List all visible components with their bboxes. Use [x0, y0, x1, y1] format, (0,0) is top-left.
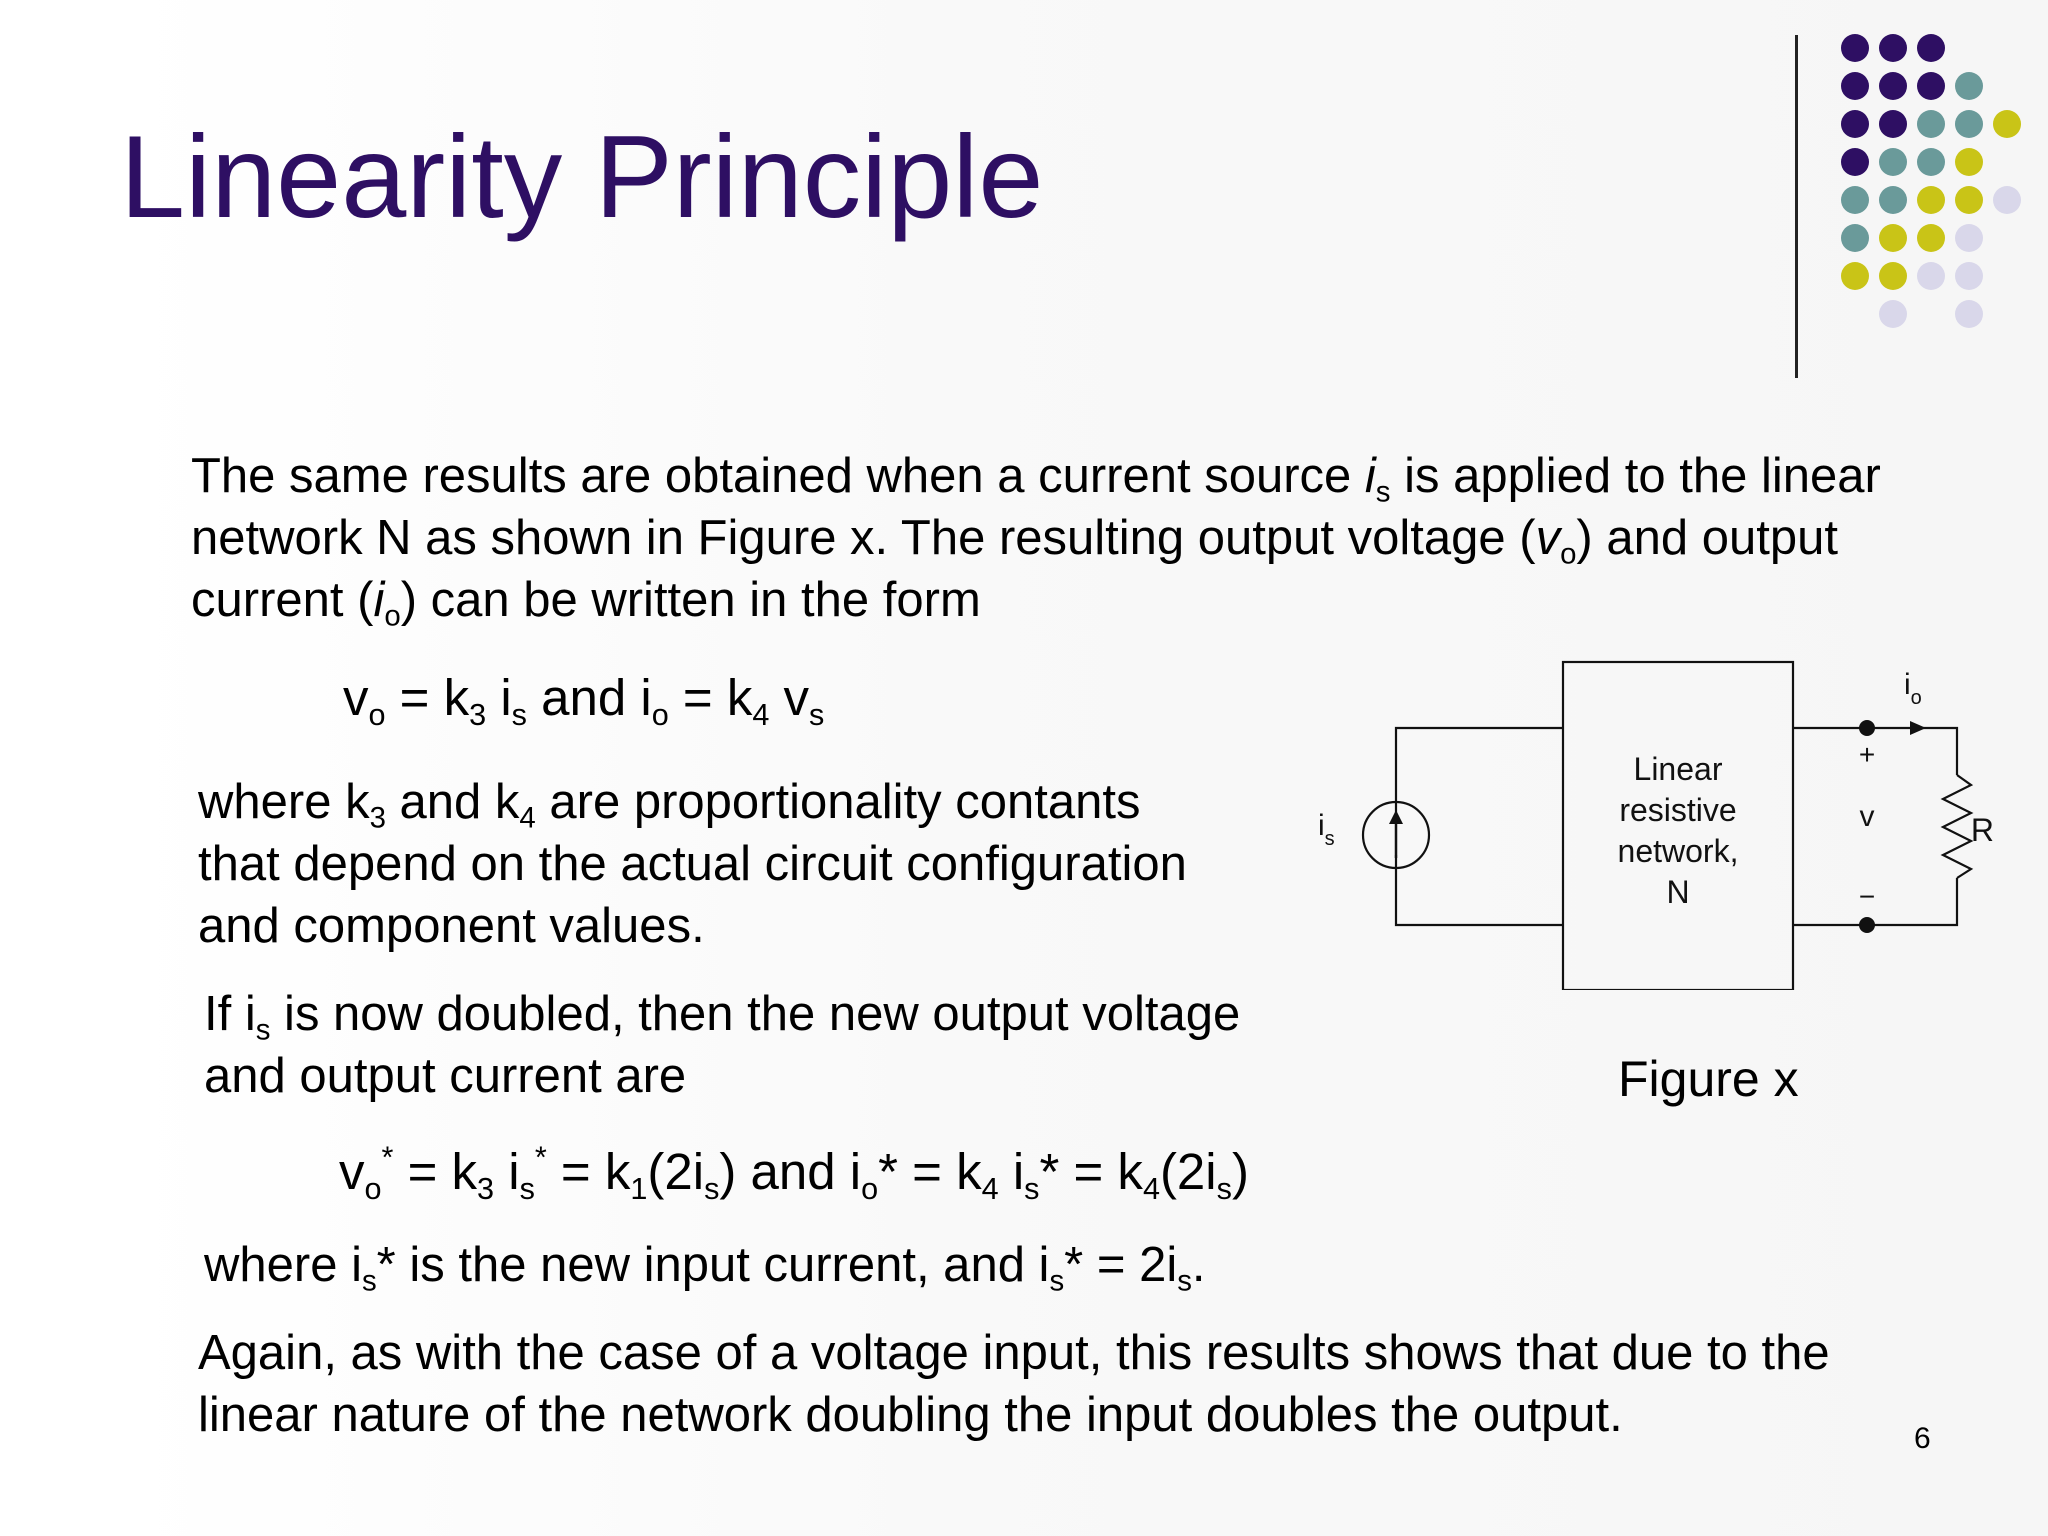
- box-label-line-2: resistive: [1619, 792, 1736, 828]
- decorative-dot: [1993, 110, 2021, 138]
- equation-1: vo = k3 is and io = k4 vs: [343, 669, 825, 733]
- decorative-dot: [1879, 110, 1907, 138]
- box-label-line-1: Linear: [1634, 751, 1723, 787]
- terminal-top: [1859, 720, 1875, 736]
- decorative-dot: [1955, 300, 1983, 328]
- intro-line-2: network N as shown in Figure x. The resu…: [191, 511, 1838, 571]
- up-arrow-icon: [1389, 810, 1403, 858]
- constants-line-2: that depend on the actual circuit config…: [198, 837, 1187, 891]
- constants-line-3: and component values.: [198, 899, 705, 953]
- decorative-dot: [1917, 148, 1945, 176]
- decorative-dot: [1879, 148, 1907, 176]
- paragraph-doubled: If is is now doubled, then the new outpu…: [204, 983, 1240, 1107]
- decorative-dot: [1993, 186, 2021, 214]
- divider-line: [1795, 35, 1798, 378]
- source-label: is: [1318, 809, 1335, 850]
- decorative-dot: [1917, 72, 1945, 100]
- decorative-dot: [1917, 186, 1945, 214]
- doubled-line-1: If is is now doubled, then the new outpu…: [204, 987, 1241, 1047]
- decorative-dot: [1955, 72, 1983, 100]
- voltage-label: v: [1860, 800, 1875, 833]
- page-number: 6: [1914, 1422, 1931, 1455]
- decorative-dot: [1955, 262, 1983, 290]
- plus-sign: +: [1859, 739, 1875, 770]
- current-source: [1361, 800, 1431, 870]
- minus-sign: −: [1859, 881, 1875, 912]
- intro-line-3: current (io) can be written in the form: [191, 573, 981, 633]
- decorative-dot: [1841, 34, 1869, 62]
- decorative-dot-grid: [1841, 34, 2021, 328]
- resistor-symbol: [1940, 774, 1974, 879]
- decorative-dot: [1879, 72, 1907, 100]
- right-top-wire: [1793, 726, 1959, 775]
- decorative-dot: [1917, 110, 1945, 138]
- paragraph-constants: where k3 and k4 are proportionality cont…: [198, 771, 1187, 957]
- decorative-dot: [1879, 34, 1907, 62]
- figure-caption: Figure x: [1618, 1051, 1799, 1107]
- decorative-dot: [1841, 262, 1869, 290]
- terminal-bottom: [1859, 917, 1875, 933]
- right-bottom-wire: [1793, 878, 1959, 927]
- decorative-dot: [1917, 262, 1945, 290]
- resistor-label: R: [1971, 812, 1994, 848]
- circuit-figure: Linear resistive network, N is io + v − …: [1318, 660, 1994, 990]
- decorative-dot: [1879, 186, 1907, 214]
- paragraph-conclusion: Again, as with the case of a voltage inp…: [198, 1322, 1830, 1446]
- decorative-dot: [1841, 186, 1869, 214]
- decorative-dot: [1955, 148, 1983, 176]
- decorative-dot: [1841, 72, 1869, 100]
- decorative-dot: [1955, 224, 1983, 252]
- decorative-dot: [1841, 224, 1869, 252]
- box-label-line-3: network,: [1618, 833, 1739, 869]
- decorative-dot: [1917, 224, 1945, 252]
- conclusion-line-1: Again, as with the case of a voltage inp…: [198, 1326, 1830, 1380]
- decorative-dot: [1879, 224, 1907, 252]
- doubled-line-2: and output current are: [204, 1049, 687, 1103]
- decorative-dot: [1879, 300, 1907, 328]
- box-label-line-4: N: [1666, 874, 1689, 910]
- decorative-dot: [1955, 186, 1983, 214]
- intro-line-1: The same results are obtained when a cur…: [191, 449, 1881, 509]
- decorative-dot: [1955, 110, 1983, 138]
- decorative-dot: [1841, 148, 1869, 176]
- paragraph-intro: The same results are obtained when a cur…: [191, 445, 1881, 631]
- left-top-wire: [1394, 726, 1563, 815]
- new-current-line: where is* is the new input current, and …: [204, 1238, 1206, 1298]
- decorative-dot: [1841, 110, 1869, 138]
- arrow-right-icon: [1910, 721, 1926, 735]
- paragraph-new-current: where is* is the new input current, and …: [204, 1234, 1206, 1296]
- decorative-dot: [1879, 262, 1907, 290]
- left-bottom-wire: [1394, 855, 1563, 927]
- network-box: [1561, 660, 1795, 990]
- output-current-label: io: [1904, 668, 1922, 709]
- equation-2: vo* = k3 is* = k1(2is) and io* = k4 is* …: [339, 1140, 1249, 1207]
- slide-title: Linearity Principle: [120, 111, 1044, 242]
- conclusion-line-2: linear nature of the network doubling th…: [198, 1388, 1623, 1442]
- constants-line-1: where k3 and k4 are proportionality cont…: [198, 775, 1141, 835]
- decorative-dot: [1917, 34, 1945, 62]
